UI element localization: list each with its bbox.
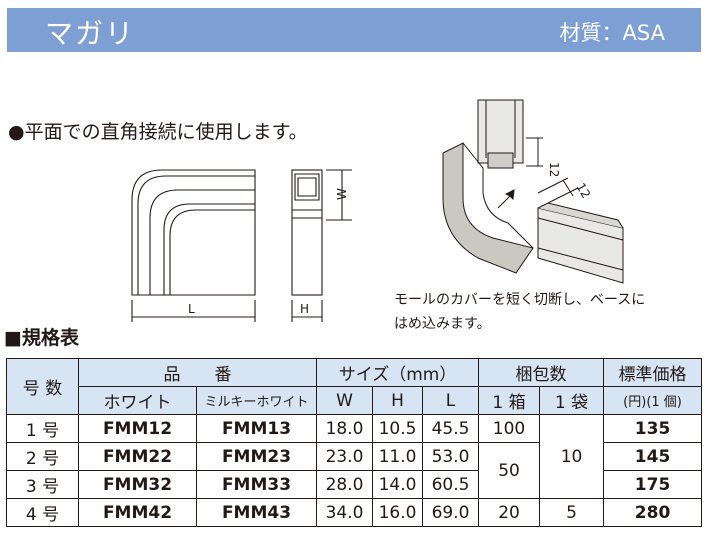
cell-milky: FMM43: [196, 498, 317, 527]
page-header: マガリ 材質：ASA: [7, 8, 701, 52]
spec-title: ■規格表: [4, 327, 79, 349]
cell-w: 18.0: [316, 414, 373, 443]
cell-box: 20: [478, 498, 541, 527]
header-price-unit: (円)(1 個): [603, 386, 703, 415]
cell-price: 280: [603, 498, 703, 527]
cell-number: 1 号: [6, 414, 79, 443]
table-row: 4 号 FMM42 FMM43 34.0 16.0 69.0 20 5 280: [6, 498, 703, 527]
header-size: サイズ（mm）: [315, 358, 480, 387]
header-number: 号 数: [6, 358, 79, 415]
cell-milky: FMM23: [196, 442, 317, 471]
header-box: 1 箱: [478, 386, 541, 415]
cell-l: 53.0: [421, 442, 480, 471]
dim-12-horizontal: 12: [573, 181, 593, 201]
cell-price: 145: [603, 442, 703, 471]
cell-l: 60.5: [421, 470, 480, 499]
cell-w: 23.0: [316, 442, 373, 471]
cell-h: 10.5: [372, 414, 423, 443]
table-row: 1 号 FMM12 FMM13 18.0 10.5 45.5 100 10 13…: [6, 414, 703, 499]
cell-number: 2 号: [6, 442, 79, 471]
label-l: L: [188, 302, 195, 316]
header-product: 品 番: [78, 358, 317, 387]
cell-white: FMM22: [78, 442, 197, 471]
description: ●平面での直角接続に使用します。: [8, 121, 308, 143]
cell-bag: 5: [539, 498, 605, 527]
spec-table: 号 数 品 番 サイズ（mm） 梱包数 標準価格 ホワイト ミルキーホワイト W…: [6, 358, 703, 527]
header-h: H: [372, 386, 423, 415]
cell-l: 45.5: [421, 414, 480, 443]
header-l: L: [421, 386, 480, 415]
table-row: 2 号 FMM22 FMM23 23.0 11.0 53.0 50 145: [6, 442, 703, 499]
label-w: W: [335, 188, 349, 200]
header-pack: 梱包数: [478, 358, 605, 387]
cell-w: 28.0: [316, 470, 373, 499]
label-h: H: [300, 302, 309, 316]
cell-milky: FMM13: [196, 414, 317, 443]
cell-bag: 10: [539, 414, 605, 499]
cell-white: FMM42: [78, 498, 197, 527]
cell-price: 175: [603, 470, 703, 499]
cell-number: 3 号: [6, 470, 79, 499]
header-w: W: [316, 386, 373, 415]
header-milky: ミルキーホワイト: [196, 386, 317, 415]
cell-h: 14.0: [372, 470, 423, 499]
dimension-drawing: L H W: [131, 169, 352, 322]
material-label: 材質：ASA: [559, 21, 665, 45]
installation-illustration: 12 12: [442, 99, 624, 284]
cell-price: 135: [603, 414, 703, 443]
product-title: マガリ: [45, 17, 136, 50]
cell-number: 4 号: [6, 498, 79, 527]
cell-w: 34.0: [316, 498, 373, 527]
cell-white: FMM32: [78, 470, 197, 499]
cell-milky: FMM33: [196, 470, 317, 499]
header-white: ホワイト: [78, 386, 197, 415]
header-bag: 1 袋: [539, 386, 605, 415]
cell-box: 50: [478, 442, 541, 499]
header-price: 標準価格: [603, 358, 703, 387]
table-row: 3 号 FMM32 FMM33 28.0 14.0 60.5 175: [6, 470, 703, 499]
cell-l: 69.0: [421, 498, 480, 527]
cell-white: FMM12: [78, 414, 197, 443]
install-caption: モールのカバーを短く切断し、ベースに はめ込みます。: [394, 292, 646, 332]
dim-12-vertical: 12: [547, 162, 561, 177]
cell-h: 16.0: [372, 498, 423, 527]
cell-h: 11.0: [372, 442, 423, 471]
cell-box: 100: [478, 414, 541, 443]
